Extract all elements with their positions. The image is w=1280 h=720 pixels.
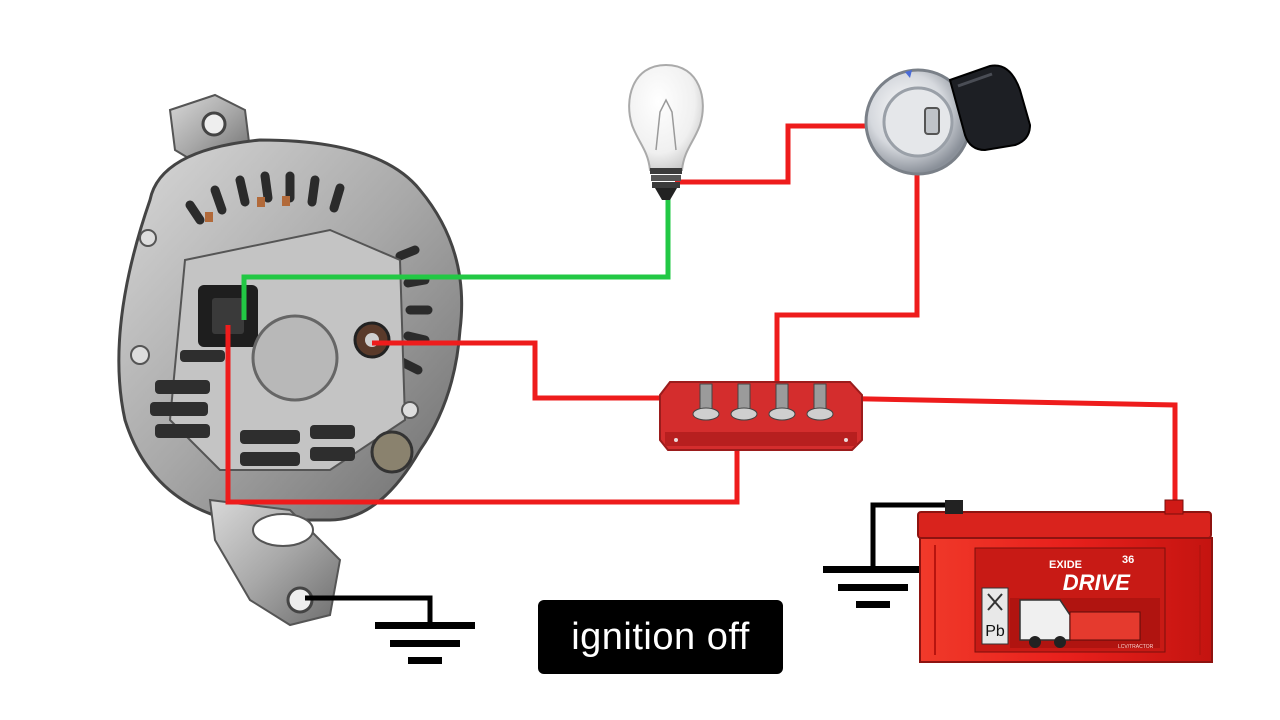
- battery-ground-symbol: [823, 566, 923, 608]
- battery: Pb EXIDE DRIVE 36 LCV/TRACTOR: [917, 499, 1213, 663]
- sense-wire: [225, 325, 740, 505]
- battery-ground-wire: [870, 502, 955, 568]
- bplus-wire: [372, 340, 706, 401]
- battery-symbol-text: Pb: [985, 623, 1005, 640]
- switch-to-bus-wire: [774, 170, 920, 395]
- alternator-ground-wire: [305, 595, 433, 625]
- battery-brand: EXIDE: [1049, 559, 1082, 571]
- lamp-to-switch-wire: [675, 123, 880, 185]
- bus-studs: [692, 383, 834, 421]
- ignition-switch: [864, 64, 1032, 176]
- battery-footer: LCV/TRACTOR: [1118, 644, 1154, 650]
- indicator-lamp: [628, 63, 704, 200]
- status-label: ignition off: [538, 600, 783, 674]
- battery-positive-wire: [819, 395, 1178, 510]
- terminal-bus-bar: [659, 381, 863, 451]
- alternator: [117, 93, 464, 627]
- indicator-wire: [241, 195, 671, 320]
- battery-badge: 36: [1122, 554, 1134, 566]
- alternator-ground-symbol: [375, 622, 475, 664]
- wires: [225, 123, 1178, 625]
- battery-model: DRIVE: [1063, 570, 1132, 595]
